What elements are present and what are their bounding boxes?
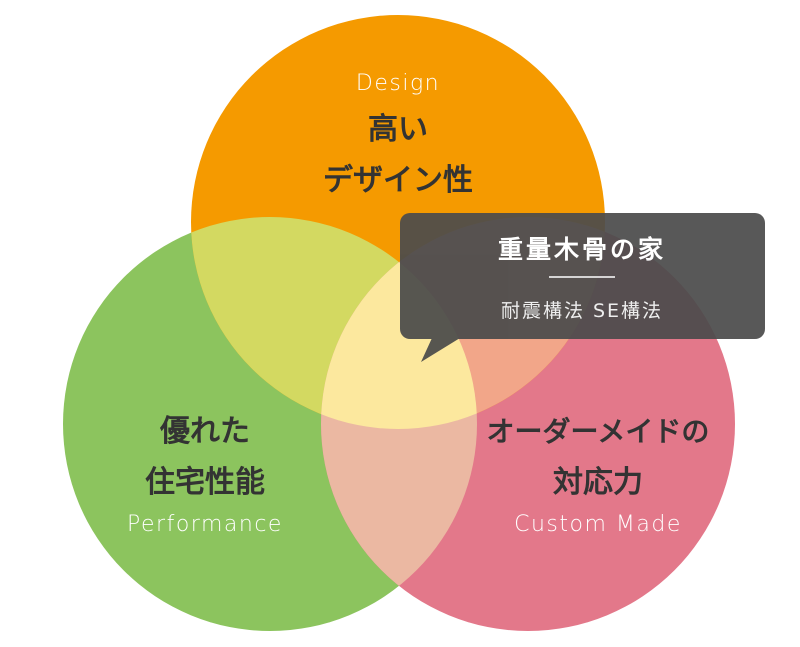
design-title-line2: デザイン性: [323, 163, 473, 198]
performance-title-line2: 住宅性能: [145, 465, 265, 500]
custom-title-line2: 対応力: [553, 465, 643, 500]
callout-box: [400, 213, 765, 339]
callout-pointer: [421, 338, 460, 362]
performance-english-label: Performance: [127, 512, 283, 537]
design-english-label: Design: [356, 71, 440, 96]
custom-title-line1: オーダーメイドの: [487, 415, 710, 448]
performance-title-line1: 優れた: [159, 414, 250, 449]
design-title-line1: 高い: [368, 112, 428, 147]
callout-subtitle: 耐震構法 SE構法: [501, 300, 663, 322]
callout-bubble: [400, 213, 765, 362]
callout-title: 重量木骨の家: [498, 235, 666, 264]
custom-english-label: Custom Made: [514, 512, 682, 537]
